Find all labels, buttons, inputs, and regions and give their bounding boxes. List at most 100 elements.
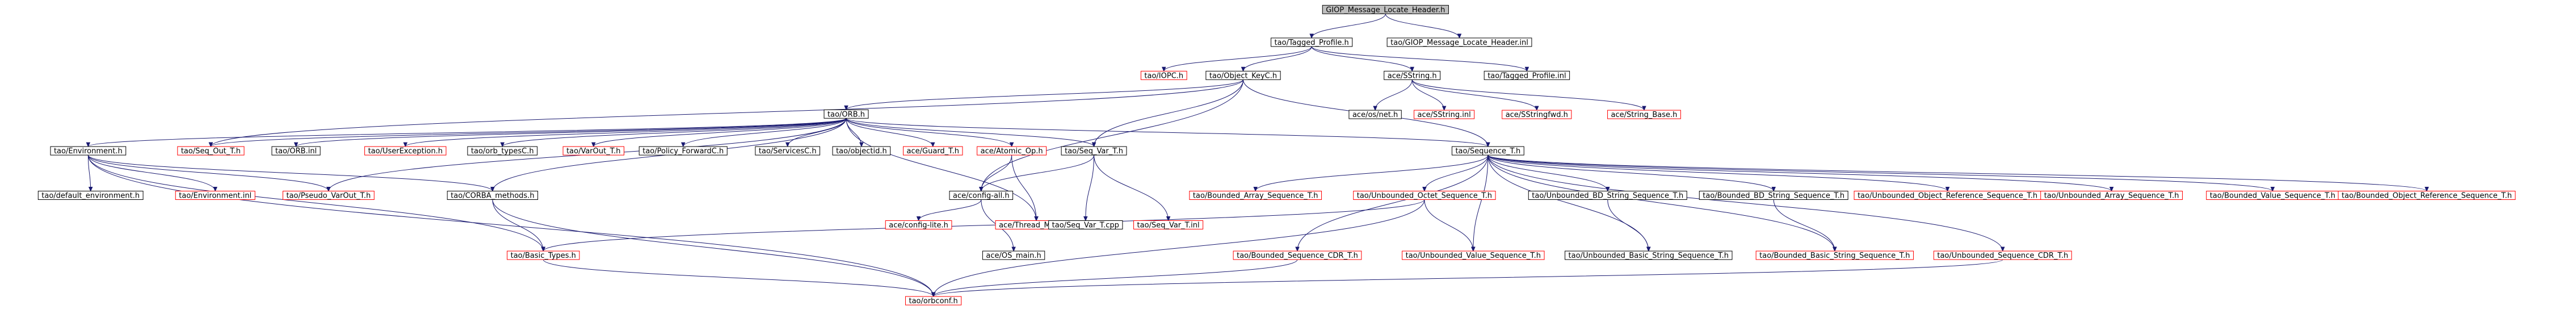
graph-node-sequence-t[interactable]: tao/Sequence_T.h bbox=[1451, 146, 1524, 156]
node-box bbox=[1348, 110, 1402, 119]
node-label: tao/Bounded_Sequence_CDR_T.h bbox=[1237, 252, 1358, 260]
graph-node-corba-methods[interactable]: tao/CORBA_methods.h bbox=[447, 191, 539, 200]
node-box bbox=[364, 146, 447, 156]
graph-node-osinet[interactable]: ace/os/net.h bbox=[1348, 110, 1402, 119]
edge-sequence-t-to-bounded-object-ref-seq bbox=[1487, 154, 2429, 192]
graph-node-unbounded-array-seq[interactable]: tao/Unbounded_Array_Sequence_T.h bbox=[2040, 191, 2183, 200]
node-label: tao/ServicesC.h bbox=[759, 147, 817, 156]
node-box bbox=[1048, 220, 1123, 229]
graph-node-sstringfwd[interactable]: ace/SStringfwd.h bbox=[1502, 110, 1572, 119]
graph-node-pseudo-varout-t[interactable]: tao/Pseudo_VarOut_T.h bbox=[282, 191, 375, 200]
graph-node-config-all[interactable]: ace/config-all.h bbox=[949, 191, 1014, 200]
edge-orb-h-to-varout-t bbox=[591, 118, 847, 148]
node-label: tao/Seq_Out_T.h bbox=[181, 147, 241, 156]
graph-node-orb-h[interactable]: tao/ORB.h bbox=[823, 109, 869, 119]
graph-node-orb-typesc[interactable]: tao/orb_typesC.h bbox=[467, 146, 538, 156]
arrowhead bbox=[931, 292, 936, 298]
graph-node-environment-inl[interactable]: tao/Environment.inl bbox=[175, 191, 255, 200]
graph-node-seq-var-t-cpp[interactable]: tao/Seq_Var_T.cpp bbox=[1048, 220, 1123, 230]
graph-node-config-lite[interactable]: ace/config-lite.h bbox=[885, 220, 952, 230]
node-label: tao/Unbounded_Sequence_CDR_T.h bbox=[1937, 252, 2068, 260]
arrowhead bbox=[1162, 66, 1166, 72]
edge-orb-h-to-seq-out-t bbox=[208, 118, 847, 148]
graph-node-bounded-value-seq[interactable]: tao/Bounded_Value_Sequence_T.h bbox=[2206, 191, 2339, 200]
graph-node-servicesc[interactable]: tao/ServicesC.h bbox=[755, 146, 821, 156]
graph-node-bounded-bd-string-seq[interactable]: tao/Bounded_BD_String_Sequence_T.h bbox=[1699, 191, 1848, 200]
node-box bbox=[1502, 110, 1572, 119]
node-box bbox=[1528, 191, 1687, 200]
node-label: tao/IOPC.h bbox=[1144, 72, 1183, 80]
graph-node-seq-var-t-inl[interactable]: tao/Seq_Var_T.inl bbox=[1133, 220, 1204, 230]
graph-node-sstring-inl[interactable]: ace/SString.inl bbox=[1414, 110, 1475, 119]
node-box bbox=[823, 109, 869, 119]
node-box bbox=[1402, 250, 1545, 260]
graph-node-os-main[interactable]: ace/OS_main.h bbox=[982, 250, 1045, 260]
graph-node-bounded-seq-cdr[interactable]: tao/Bounded_Sequence_CDR_T.h bbox=[1233, 250, 1362, 260]
edge-config-all-to-config-lite bbox=[916, 199, 982, 221]
arrowhead bbox=[1422, 187, 1427, 192]
edge-environment-h-to-pseudo-varout-t bbox=[87, 154, 331, 192]
arrowhead bbox=[208, 142, 213, 148]
edge-environment-h-to-default-environment bbox=[87, 155, 93, 192]
edge-orb-h-to-orb-typesc bbox=[500, 118, 847, 148]
arrowhead bbox=[2001, 246, 2005, 252]
graph-node-default-environment[interactable]: tao/default_environment.h bbox=[37, 191, 144, 200]
graph-node-unbounded-octet-seq[interactable]: tao/Unbounded_Octet_Sequence_T.h bbox=[1353, 191, 1496, 200]
graph-node-object-keyc[interactable]: tao/Object_KeyC.h bbox=[1205, 70, 1281, 80]
graph-node-userexception[interactable]: tao/UserException.h bbox=[364, 146, 447, 156]
node-label: tao/VarOut_T.h bbox=[566, 147, 620, 156]
graph-node-basic-types[interactable]: tao/Basic_Types.h bbox=[507, 250, 580, 260]
arrowhead bbox=[680, 142, 686, 148]
node-label: tao/CORBA_methods.h bbox=[451, 192, 534, 200]
graph-node-seq-var-t[interactable]: tao/Seq_Var_T.h bbox=[1061, 146, 1127, 156]
graph-node-objectid[interactable]: tao/objectid.h bbox=[832, 146, 891, 156]
edge-environment-h-to-orbconf bbox=[87, 155, 936, 298]
node-box bbox=[832, 146, 891, 156]
graph-node-unbounded-seq-cdr[interactable]: tao/Unbounded_Sequence_CDR_T.h bbox=[1933, 250, 2072, 260]
arrowhead bbox=[1295, 246, 1300, 252]
node-label: ace/SString.h bbox=[1388, 72, 1437, 80]
arrowhead bbox=[859, 142, 864, 148]
edge-environment-h-to-basic-types bbox=[87, 155, 546, 252]
graph-node-orb-inl[interactable]: tao/ORB.inl bbox=[271, 146, 321, 156]
graph-node-varout-t[interactable]: tao/VarOut_T.h bbox=[562, 146, 625, 156]
graph-node-tagged-profile-inl[interactable]: tao/Tagged_Profile.inl bbox=[1484, 70, 1570, 80]
graph-node-tagged-profile-h[interactable]: tao/Tagged_Profile.h bbox=[1271, 37, 1353, 47]
graph-node-string-base[interactable]: ace/String_Base.h bbox=[1607, 110, 1681, 119]
arrowhead bbox=[541, 246, 546, 252]
arrowhead bbox=[2424, 187, 2429, 192]
graph-node-guard-t[interactable]: ace/Guard_T.h bbox=[903, 146, 963, 156]
graph-node-giop-locate-inl[interactable]: tao/GIOP_Message_Locate_Header.inl bbox=[1386, 37, 1532, 47]
edge-orb-h-to-environment-h bbox=[86, 118, 847, 148]
arrowhead bbox=[1373, 106, 1377, 111]
graph-node-bounded-array-seq[interactable]: tao/Bounded_Array_Sequence_T.h bbox=[1189, 191, 1322, 200]
graph-node-unbounded-bd-string-seq[interactable]: tao/Unbounded_BD_String_Sequence_T.h bbox=[1528, 191, 1687, 200]
node-label: tao/Policy_ForwardC.h bbox=[642, 147, 724, 156]
node-box bbox=[1061, 146, 1127, 156]
graph-node-sstring[interactable]: ace/SString.h bbox=[1384, 70, 1441, 80]
arrowhead bbox=[1457, 34, 1462, 39]
graph-node-unbounded-value-seq[interactable]: tao/Unbounded_Value_Sequence_T.h bbox=[1402, 250, 1545, 260]
graph-node-bounded-basic-string-seq[interactable]: tao/Bounded_Basic_String_Sequence_T.h bbox=[1755, 250, 1914, 260]
graph-node-seq-out-t[interactable]: tao/Seq_Out_T.h bbox=[177, 146, 245, 156]
node-label: tao/Seq_Var_T.cpp bbox=[1052, 221, 1119, 230]
edge-tagged-profile-h-to-sstring bbox=[1311, 46, 1414, 72]
graph-node-bounded-object-ref-seq[interactable]: tao/Bounded_Object_Reference_Sequence_T.… bbox=[2338, 191, 2516, 200]
node-box bbox=[1353, 191, 1496, 200]
graph-node-unbounded-basic-string-seq[interactable]: tao/Unbounded_Basic_String_Sequence_T.h bbox=[1565, 250, 1733, 260]
graph-node-atomic-op[interactable]: ace/Atomic_Op.h bbox=[977, 146, 1047, 156]
arrowhead bbox=[1945, 187, 1950, 192]
graph-node-environment-h[interactable]: tao/Environment.h bbox=[50, 146, 127, 156]
graph-node-unbounded-object-ref-seq[interactable]: tao/Unbounded_Object_Reference_Sequence_… bbox=[1854, 191, 2041, 200]
node-box bbox=[271, 146, 321, 156]
graph-node-iopc[interactable]: tao/IOPC.h bbox=[1140, 70, 1187, 80]
arrowhead bbox=[1486, 142, 1490, 148]
arrowhead bbox=[931, 142, 935, 148]
graph-node-policy-forwardc[interactable]: tao/Policy_ForwardC.h bbox=[638, 146, 728, 156]
arrowhead bbox=[490, 187, 495, 192]
node-label: tao/Unbounded_Basic_String_Sequence_T.h bbox=[1569, 252, 1729, 260]
graph-node-orbconf[interactable]: tao/orbconf.h bbox=[905, 296, 962, 306]
node-label: tao/Bounded_Value_Sequence_T.h bbox=[2210, 192, 2335, 200]
edge-sequence-t-to-unbounded-array-seq bbox=[1487, 154, 2114, 192]
edge-seq-var-t-to-seq-var-t-inl bbox=[1094, 155, 1171, 221]
